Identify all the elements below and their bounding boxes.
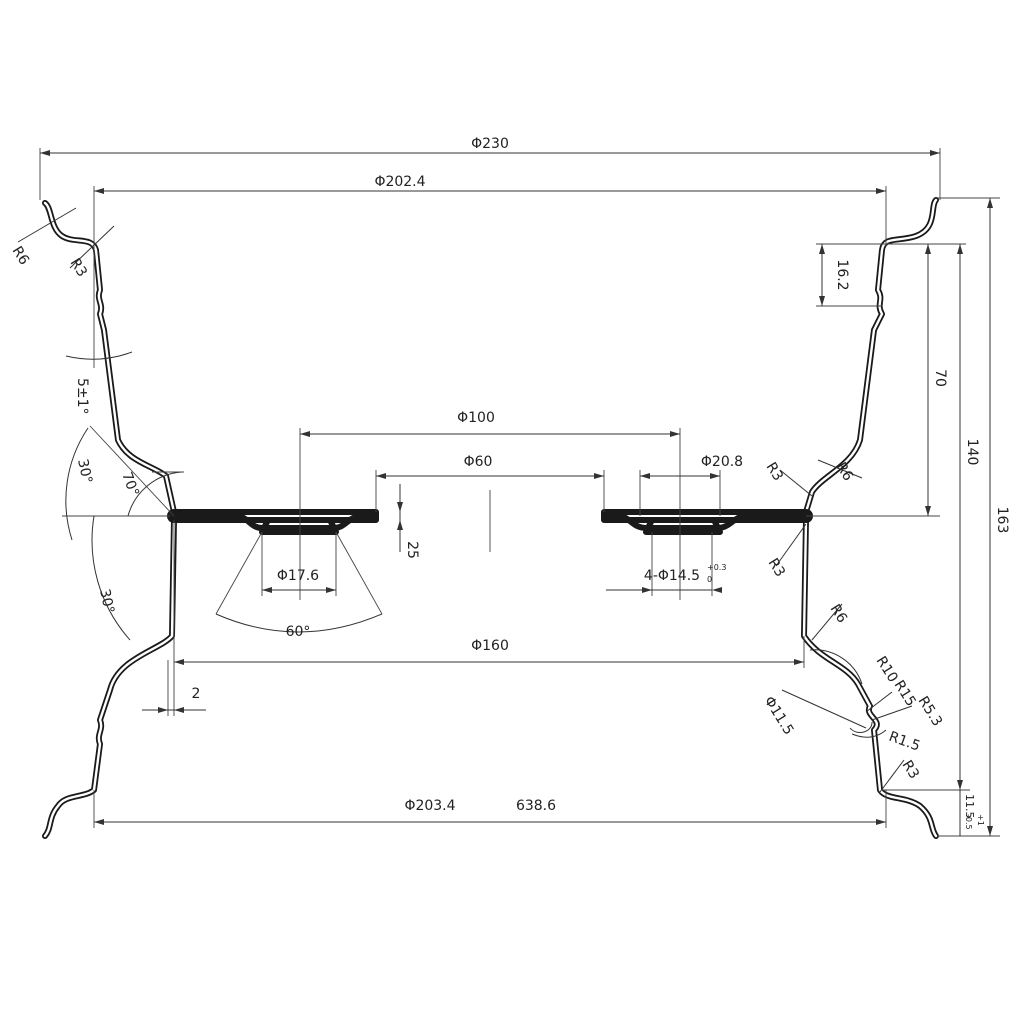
dim-h11-5: 11.5 xyxy=(963,794,976,819)
radius-r6-right-upper: R6 xyxy=(833,460,856,484)
radius-r15: R15 xyxy=(891,678,919,710)
dim-h11-5-tol-upper: +1 xyxy=(976,814,985,826)
radius-r6-left: R6 xyxy=(9,244,32,268)
dim-d100: Φ100 xyxy=(457,410,495,426)
angle-5: 5±1° xyxy=(74,378,90,415)
angle-dimensions: 5±1° 30° 70° 30° 60° xyxy=(65,246,383,641)
radius-r5-3: R5.3 xyxy=(915,694,946,730)
dim-h140: 140 xyxy=(964,439,980,466)
dim-h11-5-tol-lower: -0.5 xyxy=(964,814,973,830)
dim-d203-4: Φ203.4 xyxy=(404,798,455,814)
angle-30-lower: 30° xyxy=(96,588,117,616)
dim-d11-5: Φ11.5 xyxy=(761,694,797,738)
radius-r3-right-lower: R3 xyxy=(899,758,922,782)
hub-disc-right xyxy=(601,513,809,531)
dim-d60: Φ60 xyxy=(464,454,493,470)
dim-len638-6: 638.6 xyxy=(516,798,556,814)
dim-h163: 163 xyxy=(994,507,1010,534)
bolt-hole-right xyxy=(643,517,723,535)
vertical-dimensions: 16.2 70 140 163 11.5 +1 -0.5 25 xyxy=(397,197,1010,837)
angle-70: 70° xyxy=(118,470,142,499)
dim-t2: 2 xyxy=(192,686,201,702)
dim-d230: Φ230 xyxy=(471,136,509,152)
radius-r3-left: R3 xyxy=(67,256,90,280)
dim-d14-5-tol-upper: +0.3 xyxy=(707,563,726,572)
dim-d20-8: Φ20.8 xyxy=(701,454,743,470)
left-lower-wall xyxy=(42,517,177,839)
dim-d14-5: 4-Φ14.5 xyxy=(644,568,700,584)
radius-r6-right-lower: R6 xyxy=(827,602,850,626)
dim-d17-6: Φ17.6 xyxy=(277,568,319,584)
radius-r3-right-upper: R3 xyxy=(763,460,786,484)
hub-disc-left xyxy=(171,513,379,531)
radius-r10: R10 xyxy=(873,654,901,686)
left-upper-wall xyxy=(42,200,379,523)
dim-d202-4: Φ202.4 xyxy=(374,174,425,190)
angle-30-upper: 30° xyxy=(74,458,95,486)
dim-d160: Φ160 xyxy=(471,638,509,654)
dim-t25: 25 xyxy=(404,541,420,559)
angle-60: 60° xyxy=(286,624,311,640)
dim-h70: 70 xyxy=(932,369,948,387)
bolt-hole-left xyxy=(259,517,339,535)
dim-h16-2: 16.2 xyxy=(834,259,850,290)
radius-r3-right-center: R3 xyxy=(765,556,788,580)
dim-d14-5-tol-lower: 0 xyxy=(707,575,712,584)
horizontal-dimensions: Φ230 Φ202.4 Φ100 Φ60 Φ20.8 Φ17.6 xyxy=(39,136,941,828)
right-lower-wall xyxy=(801,517,939,839)
radius-callouts: R6 R3 R3 R6 R3 R6 R10 R15 R5.3 R1.5 R3 Φ… xyxy=(9,207,946,793)
rim-profile xyxy=(42,197,939,839)
radius-r1-5: R1.5 xyxy=(887,729,923,755)
